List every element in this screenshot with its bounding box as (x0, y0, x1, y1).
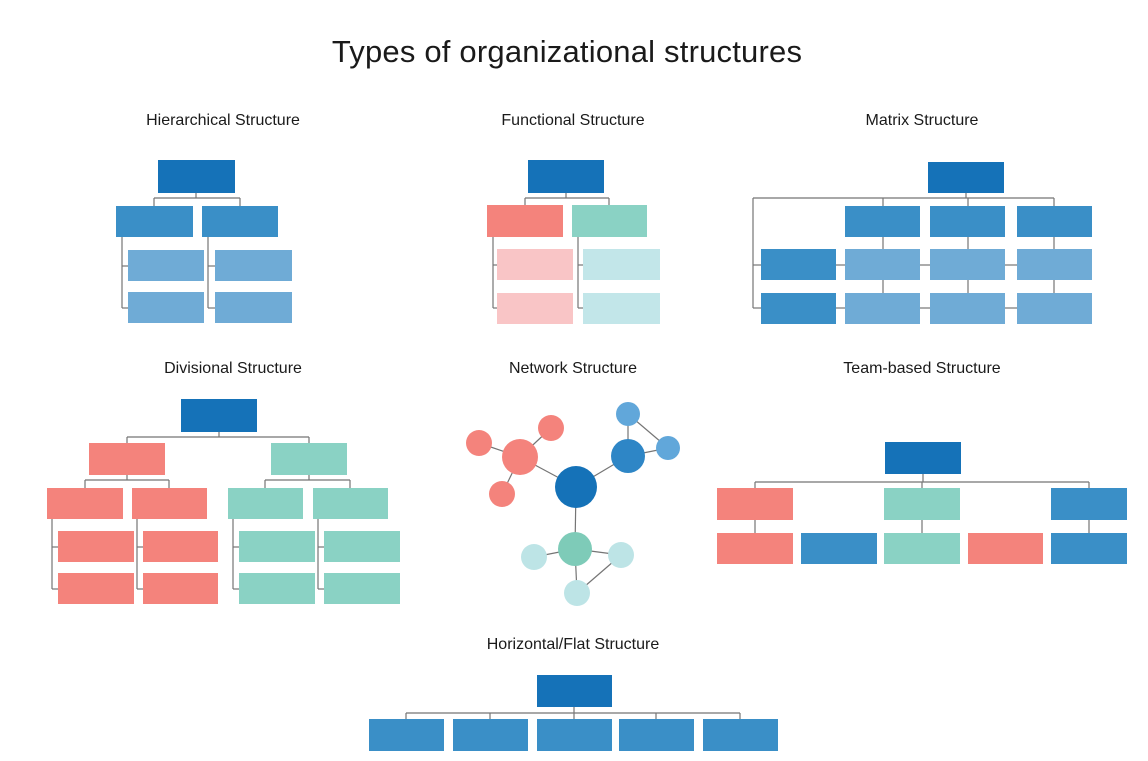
org-box (215, 250, 292, 281)
org-box (143, 573, 218, 604)
org-box (1017, 206, 1092, 237)
org-box (1051, 488, 1127, 520)
org-box (47, 488, 123, 519)
org-box (453, 719, 528, 751)
panel-title-matrix: Matrix Structure (865, 112, 979, 129)
org-box (928, 162, 1004, 193)
org-box (583, 249, 660, 280)
org-box (369, 719, 444, 751)
network-node (538, 415, 564, 441)
org-box (884, 488, 960, 520)
org-box (58, 573, 134, 604)
panel-title-network: Network Structure (508, 360, 638, 377)
org-box (537, 719, 612, 751)
org-box (537, 675, 612, 707)
org-box (845, 293, 920, 324)
org-box (930, 249, 1005, 280)
org-box (116, 206, 193, 237)
org-box (128, 292, 204, 323)
network-node (611, 439, 645, 473)
org-box (313, 488, 388, 519)
panel-title-horizontal-flat: Horizontal/Flat Structure (486, 636, 660, 653)
page-title: Types of organizational structures (331, 34, 803, 69)
network-node (502, 439, 538, 475)
network-node (616, 402, 640, 426)
org-box (845, 249, 920, 280)
network-node (466, 430, 492, 456)
org-box (497, 249, 573, 280)
org-box (930, 293, 1005, 324)
org-box (239, 573, 315, 604)
panel-title-functional: Functional Structure (501, 112, 645, 129)
org-box (215, 292, 292, 323)
org-box (801, 533, 877, 564)
org-box (885, 442, 961, 474)
org-box (528, 160, 604, 193)
org-box (572, 205, 647, 237)
org-box (324, 573, 400, 604)
org-box (158, 160, 235, 193)
org-box (132, 488, 207, 519)
panel-title-hierarchical: Hierarchical Structure (146, 112, 300, 129)
org-box (884, 533, 960, 564)
network-node (521, 544, 547, 570)
org-box (845, 206, 920, 237)
org-box (228, 488, 303, 519)
network-node (555, 466, 597, 508)
network-node (558, 532, 592, 566)
org-box (619, 719, 694, 751)
network-node (608, 542, 634, 568)
org-box (761, 293, 836, 324)
org-box (202, 206, 278, 237)
network-node (564, 580, 590, 606)
org-box (324, 531, 400, 562)
org-box (128, 250, 204, 281)
network-node (656, 436, 680, 460)
org-box (968, 533, 1043, 564)
org-box (1017, 249, 1092, 280)
org-box (143, 531, 218, 562)
org-box (58, 531, 134, 562)
org-box (717, 488, 793, 520)
org-box (1017, 293, 1092, 324)
org-box (497, 293, 573, 324)
org-box (583, 293, 660, 324)
org-box (1051, 533, 1127, 564)
org-box (930, 206, 1005, 237)
panel-title-divisional: Divisional Structure (164, 360, 302, 377)
org-box (487, 205, 563, 237)
org-box (761, 249, 836, 280)
org-box (239, 531, 315, 562)
panel-title-team-based: Team-based Structure (843, 360, 1001, 377)
org-box (271, 443, 347, 475)
org-box (181, 399, 257, 432)
org-box (89, 443, 165, 475)
org-box (703, 719, 778, 751)
network-node (489, 481, 515, 507)
org-box (717, 533, 793, 564)
